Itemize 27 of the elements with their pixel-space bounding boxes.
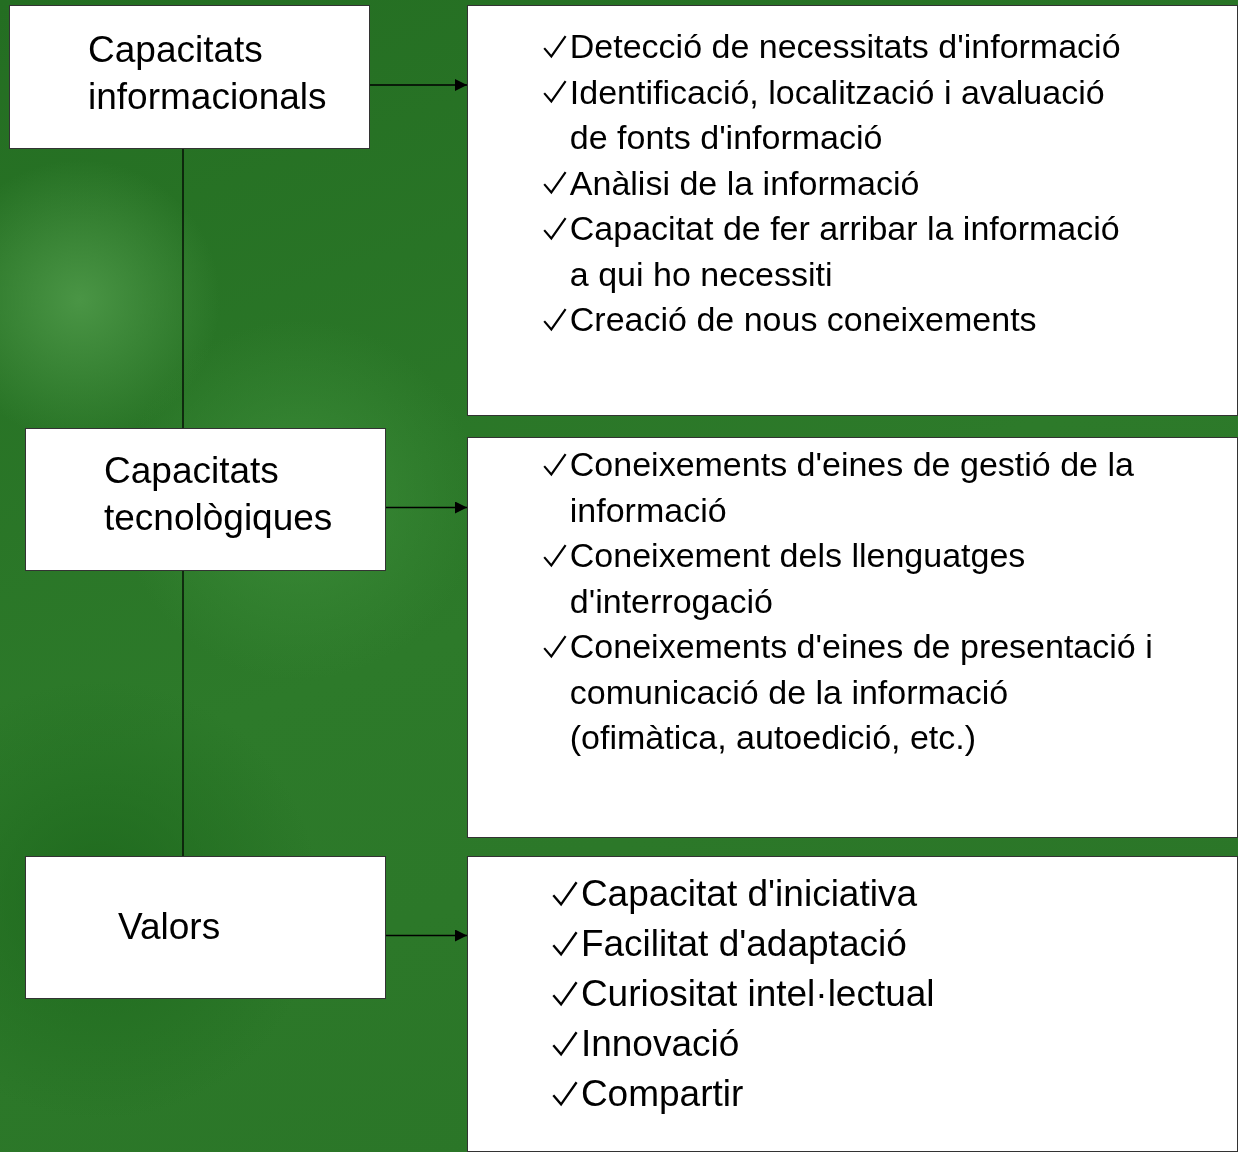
list-item: Capacitat de fer arribar la informació a qui ho necessiti bbox=[569, 208, 1121, 295]
list-item: Detecció de necessitats d'informació bbox=[569, 26, 1121, 67]
category-box bbox=[25, 428, 386, 571]
list-item: Anàlisi de la informació bbox=[569, 162, 920, 204]
list-item: Coneixement dels llenguatges d'interrogació bbox=[569, 535, 1027, 622]
list-box bbox=[467, 856, 1238, 1152]
list-item: Curiositat intel·lectual bbox=[580, 972, 935, 1016]
list-box bbox=[467, 437, 1238, 838]
category-box bbox=[25, 856, 386, 999]
category-label: Valors bbox=[118, 905, 222, 949]
list-item: Facilitat d'adaptació bbox=[580, 922, 907, 966]
arrow bbox=[385, 929, 468, 942]
list-item: Compartir bbox=[580, 1072, 744, 1116]
list-item: Creació de nous coneixements bbox=[569, 299, 1037, 340]
category-label: Capacitats tecnològiques bbox=[104, 449, 334, 540]
connector-line bbox=[182, 148, 184, 429]
list-item: Innovació bbox=[580, 1022, 740, 1066]
arrow bbox=[369, 79, 468, 91]
list-box bbox=[467, 5, 1238, 416]
category-box bbox=[9, 5, 370, 149]
connector-line bbox=[182, 570, 184, 857]
list-item: Coneixements d'eines de gestió de la informació bbox=[569, 444, 1135, 531]
arrow bbox=[385, 501, 468, 514]
list-item: Capacitat d'iniciativa bbox=[580, 872, 918, 916]
list-item: Coneixements d'eines de presentació i comunicació de la informació (ofimàtica, autoedició, etc.) bbox=[569, 626, 1154, 758]
category-label: Capacitats informacionals bbox=[88, 28, 328, 119]
list-item: Identificació, localització i avaluació de fonts d'informació bbox=[569, 71, 1106, 158]
